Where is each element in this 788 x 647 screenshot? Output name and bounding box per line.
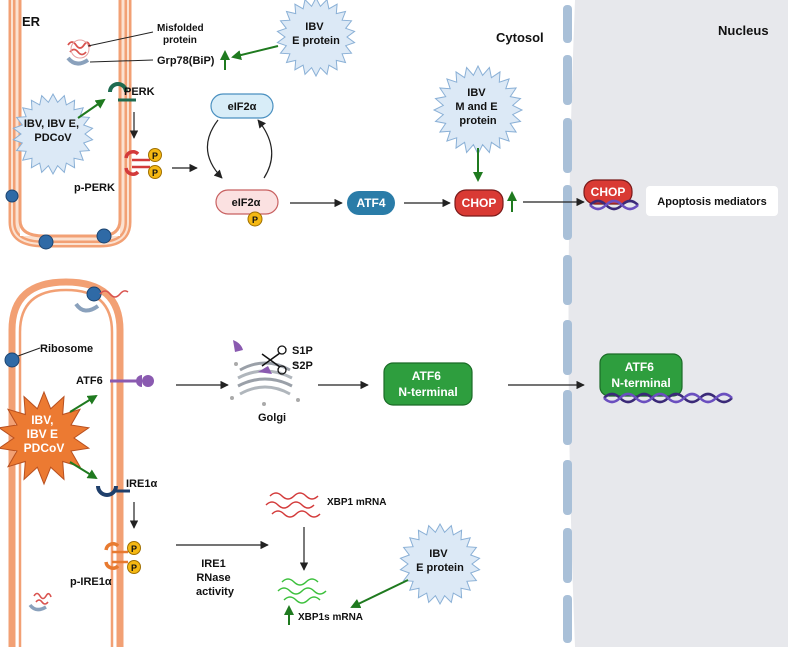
- atf6-label: ATF6: [76, 375, 103, 387]
- svg-text:IBV, IBV E, PDCoV: IBV, IBV E, PDCoV: [24, 118, 82, 144]
- scissors-icon: [261, 345, 287, 375]
- eif2a-box: eIF2α: [210, 93, 274, 119]
- ire1-label: IRE1α: [126, 478, 157, 490]
- atf6-n-terminal-box: ATF6 N-terminal: [383, 362, 473, 406]
- ribosome-dot: [4, 352, 20, 368]
- svg-text:Apoptosis mediators: Apoptosis mediators: [657, 196, 766, 208]
- grp78-label: Grp78(BiP): [157, 55, 215, 67]
- ribosome-dot: [38, 234, 54, 250]
- chop-box: CHOP: [454, 189, 504, 217]
- ribosome-label: Ribosome: [40, 343, 93, 355]
- xbp1-mrna-label: XBP1 mRNA: [327, 497, 386, 508]
- misfolded-protein-icon: [66, 39, 91, 66]
- golgi-icon: [230, 340, 300, 406]
- misfolded-protein-label: Misfolded protein: [157, 23, 206, 46]
- nucleus-label: Nucleus: [718, 23, 769, 38]
- ibv-e-protein-burst-top: IBV E protein: [276, 0, 356, 78]
- s1p-label: S1P: [292, 345, 313, 357]
- atf4-box: ATF4: [347, 191, 395, 215]
- svg-text:P: P: [152, 151, 158, 161]
- perk-label: PERK: [124, 86, 155, 98]
- virus-trigger-star-bottom: IBV, IBV E PDCoV: [0, 390, 91, 486]
- svg-text:eIF2α: eIF2α: [232, 197, 261, 209]
- ribosome-dot: [96, 228, 112, 244]
- ribosome-dot: [86, 286, 102, 302]
- svg-text:CHOP: CHOP: [591, 185, 626, 199]
- atf6-n-terminal-nuclear-box: ATF6 N-terminal: [599, 353, 683, 397]
- grp78-icon: [66, 56, 90, 66]
- ibv-e-protein-burst-bottom: IBV E protein: [399, 522, 481, 606]
- svg-text:IBV, IBV E PDCoV: IBV, IBV E PDCoV: [24, 413, 65, 455]
- ire1-rnase-label: IRE1 RNase activity: [196, 558, 235, 598]
- s2p-label: S2P: [292, 360, 313, 372]
- svg-text:P: P: [131, 544, 137, 554]
- xbp1s-mrna-icon: [277, 578, 327, 604]
- dna-helix-icon: [603, 392, 733, 404]
- virus-trigger-burst-top: IBV, IBV E, PDCoV: [12, 92, 94, 176]
- p-perk-dimer-icon: P P: [124, 148, 162, 179]
- svg-text:CHOP: CHOP: [462, 196, 497, 210]
- er-label: ER: [22, 14, 41, 29]
- atf6-receptor-icon: [110, 375, 154, 387]
- svg-text:eIF2α: eIF2α: [228, 101, 257, 113]
- eif2a-phospho-box: eIF2α P: [215, 189, 279, 227]
- misfolded-protein-icon: [28, 592, 52, 612]
- xbp1s-mrna-label: XBP1s mRNA: [298, 612, 363, 623]
- svg-text:IBV M and E protei: IBV M and E protein: [455, 87, 500, 127]
- svg-text:P: P: [131, 563, 137, 573]
- svg-text:IBV E protein: IBV E protein: [292, 21, 340, 47]
- p-perk-label: p-PERK: [74, 182, 115, 194]
- dna-helix-icon: [589, 199, 639, 211]
- golgi-label: Golgi: [258, 412, 286, 424]
- perk-receptor-icon: [108, 82, 136, 102]
- xbp1-mrna-icon: [265, 492, 321, 518]
- nuclear-membrane: [563, 5, 572, 643]
- svg-text:ATF4: ATF4: [356, 196, 385, 210]
- apoptosis-mediators-box: Apoptosis mediators: [646, 186, 778, 216]
- svg-text:P: P: [152, 168, 158, 178]
- er-bottom: [4, 278, 129, 647]
- nucleus-region: Nucleus: [563, 0, 788, 647]
- p-ire1-label: p-IRE1α: [70, 576, 112, 588]
- ire1-receptor-icon: [96, 485, 130, 497]
- cytosol-label: Cytosol: [496, 30, 544, 45]
- p-ire1-dimer-icon: P P: [104, 541, 141, 574]
- ribosome-dot: [5, 189, 19, 203]
- chop-nuclear-box: CHOP: [583, 179, 633, 205]
- ibv-m-e-protein-burst: IBV M and E protein: [432, 64, 524, 156]
- svg-text:IBV E protein: IBV E protein: [416, 548, 464, 574]
- svg-text:ATF6 N-terminal: ATF6 N-terminal: [398, 369, 457, 399]
- svg-text:ATF6 N-terminal: ATF6 N-terminal: [611, 360, 670, 390]
- svg-text:P: P: [252, 215, 258, 225]
